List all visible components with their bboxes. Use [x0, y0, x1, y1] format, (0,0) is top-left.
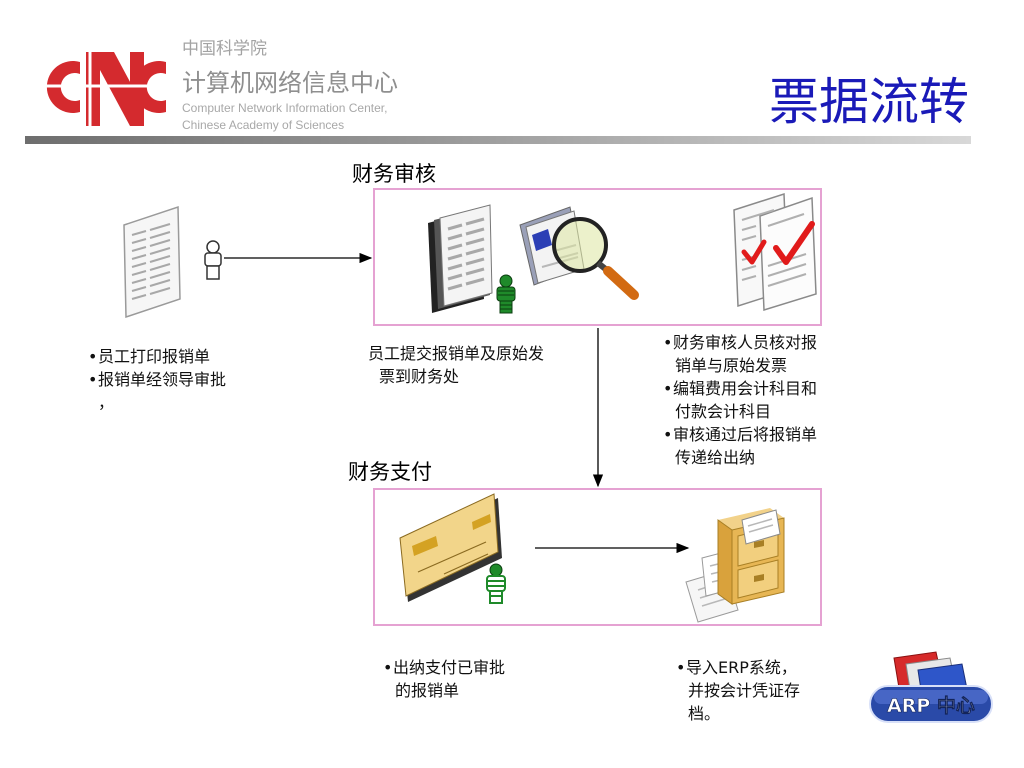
header-divider — [25, 136, 971, 144]
list-item: •审核通过后将报销单 — [663, 425, 818, 444]
left-notes: •员工打印报销单 •报销单经领导审批 ， — [88, 345, 226, 414]
magnifier-icon — [519, 206, 639, 300]
list-item-continuation: ， — [98, 393, 115, 412]
section-title-payment: 财务支付 — [348, 460, 432, 484]
person-icon — [204, 240, 222, 280]
document-icon — [123, 205, 181, 319]
section-title-audit: 财务审核 — [352, 162, 436, 186]
person-green-icon — [496, 274, 516, 314]
org-name-english-line1: Computer Network Information Center, — [182, 101, 388, 115]
org-name-large: 计算机网络信息中心 — [182, 69, 398, 97]
audit-notes: •财务审核人员核对报 销单与原始发票 •编辑费用会计科目和 付款会计科目 •审核… — [663, 333, 818, 467]
file-cabinet-icon — [685, 508, 785, 623]
list-item: •出纳支付已审批 — [383, 658, 506, 677]
erp-note: •导入ERP系统， 并按会计凭证存 档。 — [676, 658, 801, 723]
checked-documents-icon — [733, 192, 817, 312]
document-stack-icon — [428, 204, 493, 313]
arp-badge-icon: ARP 中心 — [869, 651, 993, 723]
org-name-small: 中国科学院 — [182, 39, 267, 59]
person-green-icon — [486, 563, 506, 604]
page-title: 票据流转 — [769, 73, 969, 131]
cnc-logo — [34, 38, 168, 136]
check-icon — [741, 239, 767, 265]
list-item: •导入ERP系统， — [676, 658, 797, 677]
list-item: •编辑费用会计科目和 — [663, 379, 818, 398]
org-name-english-line2: Chinese Academy of Sciences — [182, 118, 345, 132]
list-item: •财务审核人员核对报 — [663, 333, 818, 352]
check-card-icon — [399, 493, 502, 602]
check-icon — [773, 221, 815, 265]
arp-badge-label: ARP 中心 — [887, 694, 975, 717]
cashier-note: •出纳支付已审批 的报销单 — [383, 658, 506, 700]
list-item: •报销单经领导审批 — [88, 370, 227, 389]
list-item: •员工打印报销单 — [88, 347, 211, 366]
submit-note: 员工提交报销单及原始发 票到财务处 — [368, 344, 545, 386]
